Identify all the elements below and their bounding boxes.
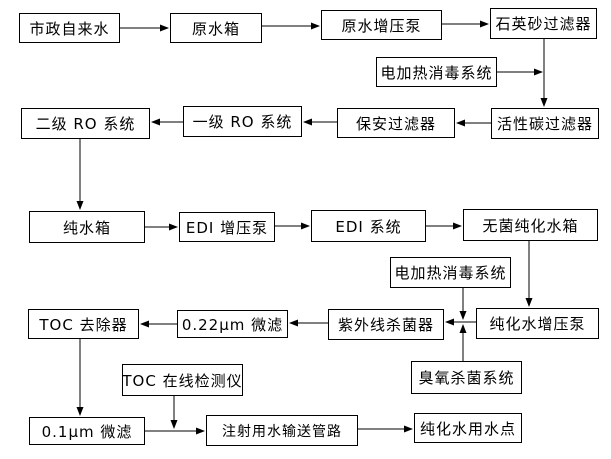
node-toc-remover: TOC 去除器: [28, 309, 139, 339]
node-ro-stage1: 一级 RO 系统: [183, 106, 302, 137]
node-raw-water-pump: 原水增压泵: [321, 10, 442, 40]
node-security-filter: 保安过滤器: [337, 108, 455, 138]
node-micro-filter-022um: 0.22μm 微滤: [177, 310, 288, 338]
node-edi-pump: EDI 增压泵: [179, 212, 275, 242]
node-injection-water-pipeline: 注射用水输送管路: [206, 415, 358, 446]
node-raw-water-tank: 原水箱: [170, 13, 262, 43]
node-uv-sterilizer: 紫外线杀菌器: [328, 309, 444, 340]
node-edi-system: EDI 系统: [311, 210, 426, 242]
node-sterile-purified-tank: 无菌纯化水箱: [463, 209, 598, 241]
node-purified-water-use-point: 纯化水用水点: [414, 413, 522, 443]
node-ozone-sterilize-system: 臭氧杀菌系统: [411, 361, 522, 394]
node-quartz-sand-filter: 石英砂过滤器: [490, 8, 597, 39]
node-electric-heating-2: 电加热消毒系统: [390, 257, 511, 288]
node-pure-water-tank: 纯水箱: [29, 211, 145, 243]
node-electric-heating-1: 电加热消毒系统: [376, 57, 497, 87]
node-tap-water: 市政自来水: [19, 13, 120, 43]
node-micro-filter-01um: 0.1μm 微滤: [29, 417, 145, 445]
node-purified-water-pump: 纯化水增压泵: [476, 308, 599, 339]
node-activated-carbon-filter: 活性碳过滤器: [491, 108, 599, 139]
node-toc-online-monitor: TOC 在线检测仪: [122, 364, 243, 396]
node-ro-stage2: 二级 RO 系统: [21, 108, 150, 139]
